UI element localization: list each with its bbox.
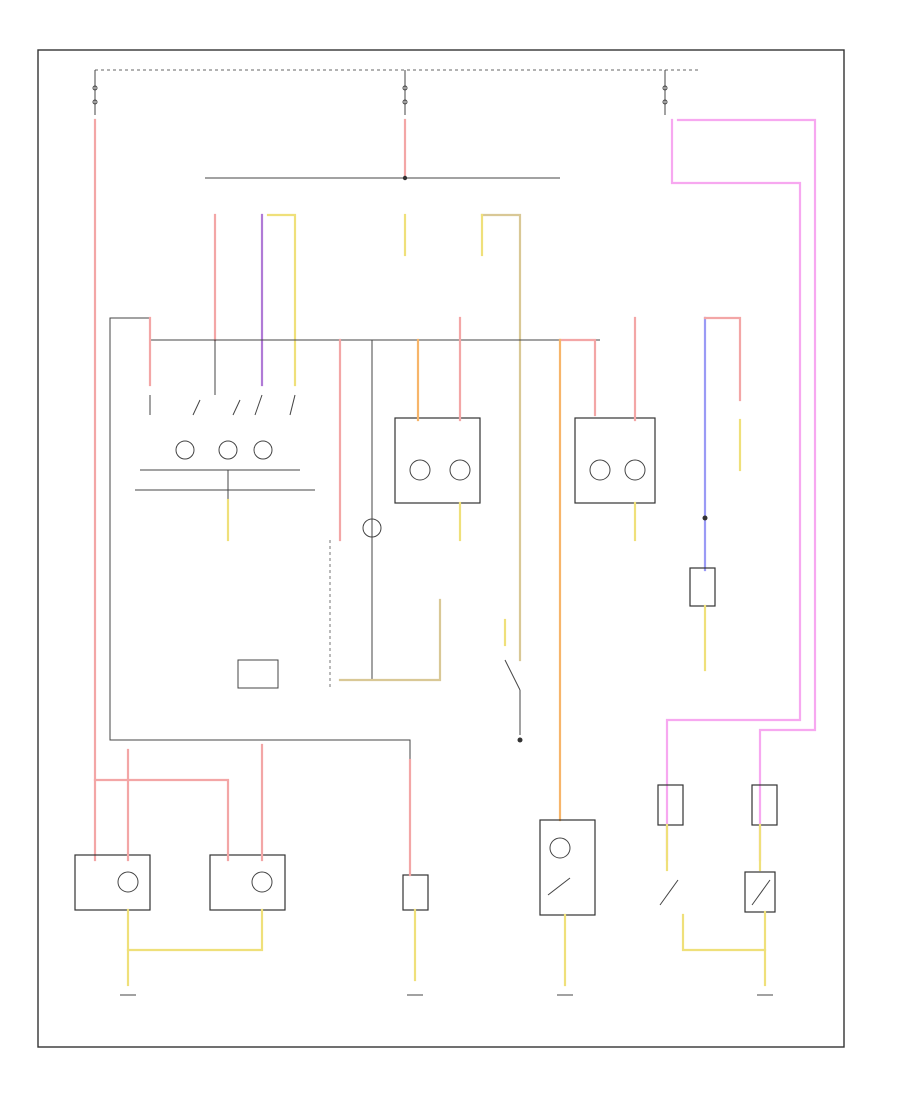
lamp-icon [362,518,382,538]
splice-icon [402,175,408,181]
fuse-icon [92,70,98,115]
lamp-icon [218,440,238,460]
lamp-icon [624,459,646,481]
switch-icon [547,877,571,896]
switch-icon [751,879,771,906]
wire-yellow-upper [266,213,297,387]
lamp-icon [449,459,471,481]
wire-pink-right-feed-2 [676,118,817,862]
switch-icon [504,659,521,735]
lamp-icon [589,459,611,481]
component-box-lower-center [539,819,596,916]
wire-red-bus-right [558,338,597,417]
ground-icon [702,515,708,521]
component-box-lower-left-1 [74,854,151,911]
component-box-center-bottom [402,874,429,911]
wire-red-right-upper [703,316,742,402]
wire-yellow-lower-right-ground [681,910,767,952]
component-box-right-switch [689,567,716,607]
component-box-right-lamp [574,417,656,504]
lamp-icon [409,459,431,481]
ground-icon [517,737,523,743]
lamp-icon [117,871,139,893]
wire-tan-upper [480,213,522,662]
component-box-dome [394,417,481,504]
wire-pink-right-feed [665,118,802,862]
diagram-frame [37,49,845,1048]
lamp-icon [549,837,571,859]
component-box-lower-left-2 [209,854,286,911]
component-box-lower-right-switch [744,871,776,913]
wire-tan-mid-loop [338,598,442,682]
fuse-icon [402,70,408,115]
fuse-icon [662,70,668,115]
lamp-icon [175,440,195,460]
lamp-icon [251,871,273,893]
wire-yellow-lower-ground [126,908,264,952]
switch-icon [659,879,679,906]
component-box-lower-right-1 [657,784,684,826]
lamp-icon [253,440,273,460]
switch-pack-left [135,316,315,540]
component-box-lower-right-2 [751,784,778,826]
wire-red-lower-bus [93,778,230,862]
connector-lower-left [237,659,279,689]
